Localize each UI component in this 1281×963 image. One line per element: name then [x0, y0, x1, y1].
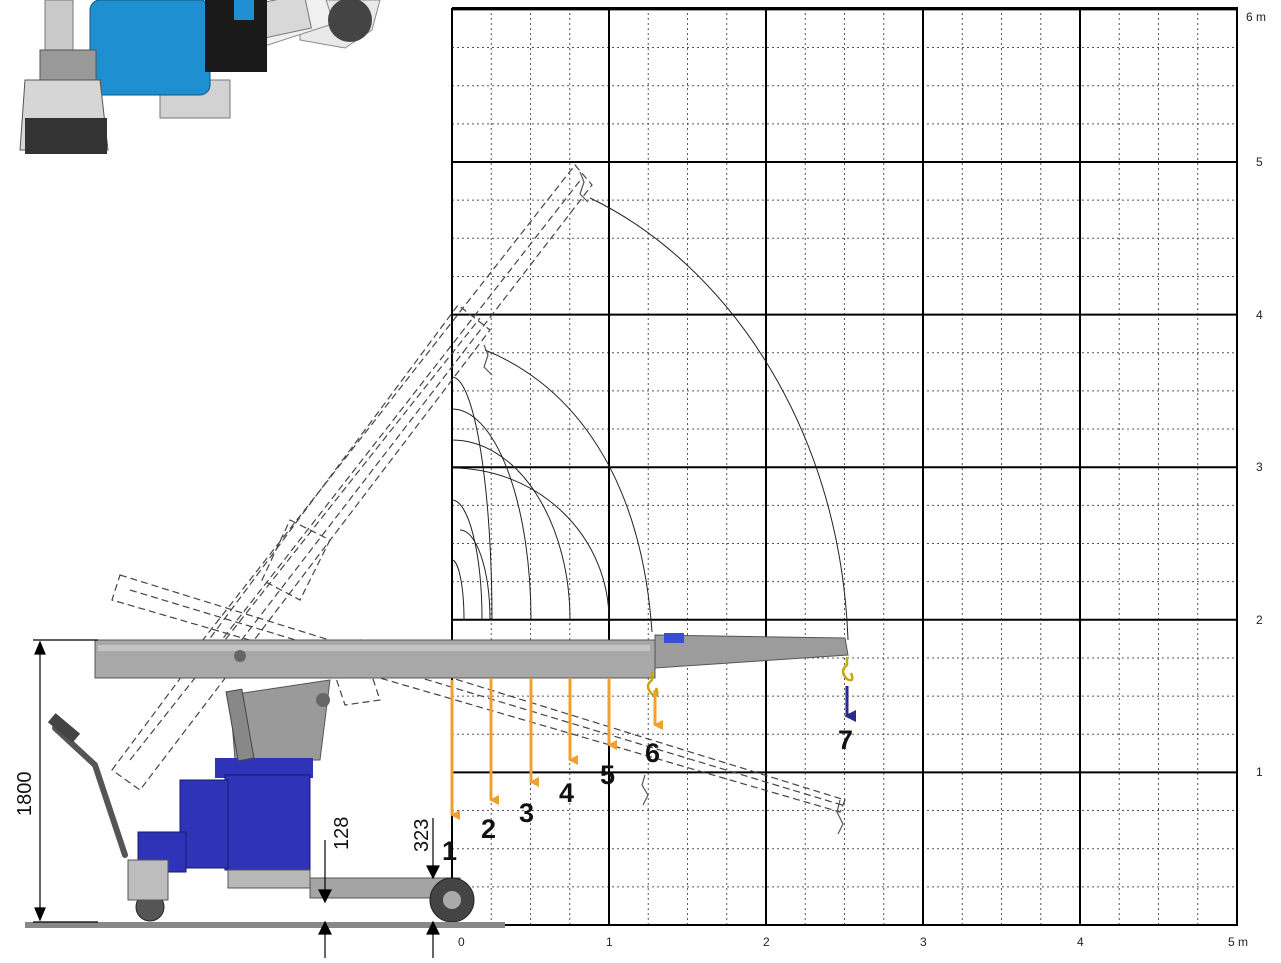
- dimension-arrow: [426, 920, 440, 935]
- y-axis-labels: 1 2 3 4 5 6 m: [1246, 10, 1266, 779]
- boom-ghost-joint: [261, 519, 331, 601]
- reach-arcs: [451, 197, 849, 641]
- reach-arc: [451, 559, 465, 621]
- hook-icon: [836, 799, 844, 835]
- hook-icon: [483, 344, 493, 376]
- boom-extension: [654, 634, 849, 669]
- boom-highlight: [98, 645, 650, 651]
- photo-mast: [44, 0, 74, 56]
- crane-product-photo: [19, 0, 381, 154]
- rear-wheel-hub: [443, 891, 461, 909]
- chassis: [227, 869, 311, 889]
- load-arrows: [450, 678, 856, 820]
- tiller-handle[interactable]: [52, 725, 128, 858]
- battery-housing: [224, 774, 311, 871]
- position-label-7: 7: [838, 725, 853, 755]
- dimension-total-height: 1800: [14, 772, 36, 817]
- position-label-1: 1: [442, 836, 457, 866]
- boom-tip-marker: [664, 633, 684, 643]
- dimension-wheel-offset: 323: [411, 819, 433, 852]
- hook-icon: [579, 171, 589, 203]
- ground-line: [25, 922, 505, 928]
- reach-arc: [451, 376, 493, 621]
- tiller-grip[interactable]: [47, 713, 81, 743]
- reach-arc: [451, 467, 610, 621]
- y-tick-label: 3: [1256, 460, 1263, 474]
- active-hooks: [646, 657, 854, 697]
- x-tick-label: 5 m: [1228, 935, 1248, 949]
- boom-ghost-low: [111, 574, 846, 813]
- dimension-arrow: [34, 640, 46, 655]
- dimension-arrow: [34, 907, 46, 922]
- boom-ghost-max: [194, 164, 593, 669]
- hydraulic-cylinder: [225, 688, 255, 762]
- boom-pivot: [316, 693, 330, 707]
- x-axis-labels: 0 1 2 3 4 5 m: [458, 935, 1248, 949]
- y-tick-label: 5: [1256, 155, 1263, 169]
- boom-pivot: [234, 650, 246, 662]
- boom-ghost-line: [129, 317, 481, 761]
- turret: [229, 679, 331, 761]
- dimension-arrow: [318, 889, 332, 904]
- position-label-6: 6: [645, 738, 660, 768]
- machine: [25, 633, 849, 928]
- photo-wheel-hub: [39, 49, 97, 81]
- boom-ghost-line: [209, 177, 583, 656]
- y-tick-label: 1: [1256, 765, 1263, 779]
- dimension-arrow: [426, 865, 440, 880]
- steering-fork: [127, 859, 169, 901]
- hook-icon: [641, 774, 649, 806]
- hooks-dashed: [483, 171, 844, 835]
- reach-arc: [451, 408, 532, 621]
- photo-rear-wheel: [328, 0, 372, 42]
- dimensions: [33, 639, 440, 958]
- reach-arc: [459, 529, 491, 621]
- position-label-4: 4: [559, 778, 574, 808]
- hook-icon: [841, 657, 854, 682]
- x-tick-label: 0: [458, 935, 465, 949]
- position-label-2: 2: [481, 814, 496, 844]
- y-tick-label: 6 m: [1246, 10, 1266, 24]
- reach-arc: [451, 439, 571, 621]
- photo-wheel: [25, 118, 107, 154]
- y-tick-label: 2: [1256, 613, 1263, 627]
- reach-arc: [484, 349, 653, 633]
- reach-arc: [589, 197, 849, 641]
- x-tick-label: 3: [920, 935, 927, 949]
- dimension-arrow: [318, 920, 332, 935]
- boom-positions-dashed: [111, 164, 846, 813]
- position-labels: 1 2 3 4 5 6 7: [442, 725, 853, 866]
- x-tick-label: 2: [763, 935, 770, 949]
- boom-ghost-steep: [111, 304, 491, 791]
- y-tick-label: 4: [1256, 308, 1263, 322]
- x-tick-label: 4: [1077, 935, 1084, 949]
- x-tick-label: 1: [606, 935, 613, 949]
- photo-logo: [234, 0, 254, 20]
- position-label-3: 3: [519, 798, 534, 828]
- dimension-outrigger-clearance: 128: [331, 817, 353, 850]
- photo-body: [89, 0, 211, 96]
- hook-icon: [646, 672, 659, 697]
- position-label-5: 5: [600, 760, 615, 790]
- motor-housing: [179, 779, 229, 869]
- reach-arc: [451, 499, 483, 621]
- boom-ghost-line: [129, 589, 843, 806]
- turntable: [215, 758, 313, 778]
